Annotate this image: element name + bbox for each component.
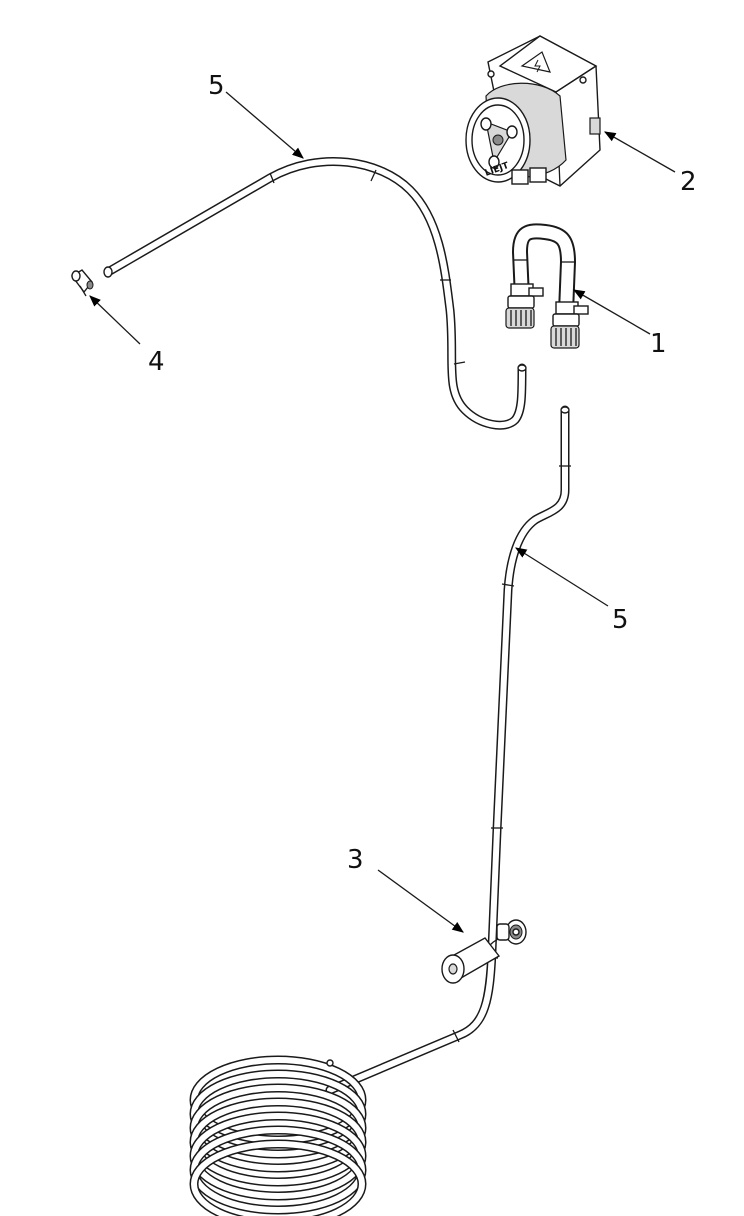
callout-1: 1 xyxy=(650,329,667,359)
callout-5-lower: 5 xyxy=(612,605,629,635)
pump-part-2: LIEJT xyxy=(465,35,601,187)
leader-3 xyxy=(377,869,464,933)
leader-2 xyxy=(603,131,676,173)
leader-5-lower xyxy=(515,547,609,607)
leader-lines xyxy=(89,91,676,933)
callout-3: 3 xyxy=(347,845,364,875)
upper-tube-part-5 xyxy=(103,157,527,430)
callout-2: 2 xyxy=(680,167,697,197)
leader-1 xyxy=(572,289,651,335)
pump-tube-part-1 xyxy=(505,223,589,349)
leader-5-upper xyxy=(225,91,304,159)
leader-4 xyxy=(89,295,141,345)
callout-4: 4 xyxy=(148,347,165,377)
cooling-coil xyxy=(189,1055,367,1216)
clip-part-4 xyxy=(70,269,94,297)
lower-tube-part-5 xyxy=(325,405,571,1095)
sensor-part-3 xyxy=(441,919,527,984)
callout-5-upper: 5 xyxy=(208,71,225,101)
